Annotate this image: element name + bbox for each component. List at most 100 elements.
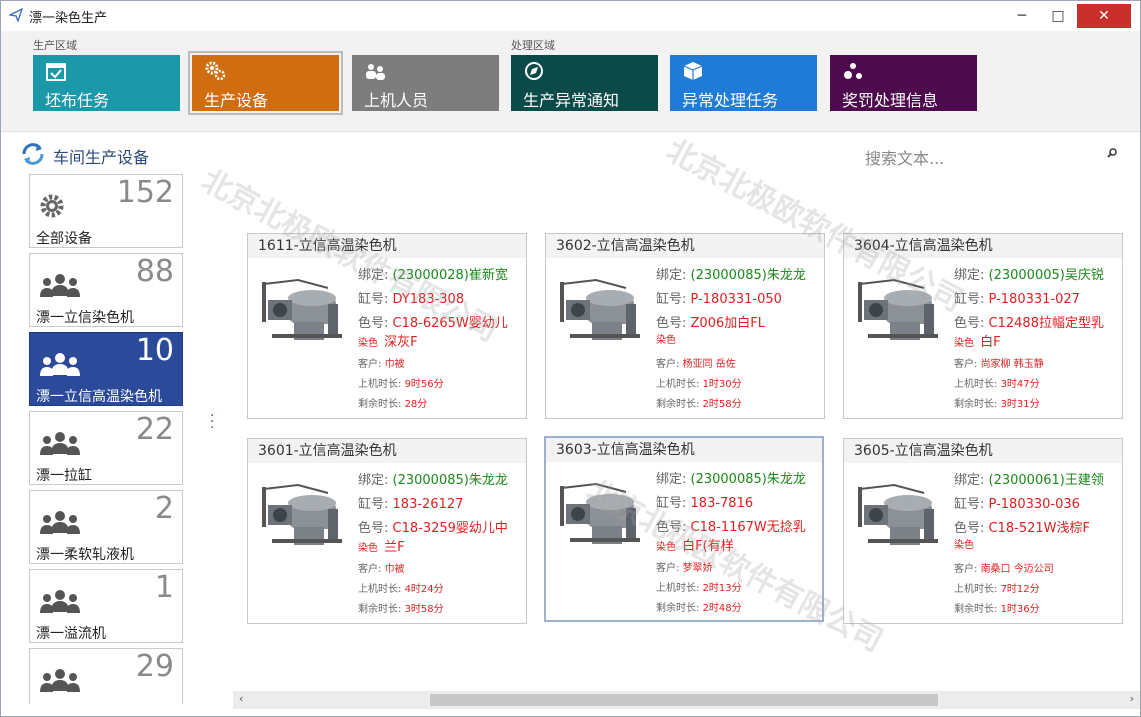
bind-value: (23000061)王建领 [988,473,1104,488]
dye-label: 染色 [656,542,676,553]
group-icon [40,353,80,376]
vat-value: 183-26127 [392,497,464,512]
vat-label: 缸号: [358,292,389,307]
dyeing-machine-image [560,278,640,340]
equipment-card[interactable]: 3603-立信高温染色机绑定: (23000085)朱龙龙缸号: 183-781… [544,436,824,622]
customer-value: 杨亚同 岳佐 [682,359,736,370]
group-label-production: 生产区域 [33,39,77,52]
equipment-card[interactable]: 3604-立信高温染色机绑定: (23000005)吴庆锐缸号: P-18033… [843,233,1123,419]
vat-value: P-180331-027 [988,292,1080,307]
bind-label: 绑定: [358,268,389,283]
color-value: C12488拉幅定型乳 [988,316,1104,331]
remain-value: 3时31分 [1000,399,1040,410]
ribbon: 生产区域 处理区域 坯布任务 生产设备 上机人员 [1,31,1140,132]
section-title: 车间生产设备 [53,148,150,167]
tile-fabric-task[interactable]: 坯布任务 [33,55,180,111]
color-label: 色号: [358,316,389,331]
dye-label: 染色 [358,338,378,349]
vat-value: 183-7816 [690,496,754,511]
tile-production-equipment[interactable]: 生产设备 [188,51,343,115]
compass-icon [525,62,543,80]
card-title: 3604-立信高温染色机 [844,234,1122,258]
category-sidebar: 152 全部设备 88 漂一立信染色机 10 漂一立信高温染色机 22 漂一拉缸 [29,174,185,704]
color-label: 色号: [656,316,687,331]
sidebar-item-pull-vat[interactable]: 22 漂一拉缸 [29,411,183,485]
scrollbar-thumb[interactable] [430,694,938,706]
close-button[interactable]: ✕ [1077,4,1131,28]
dyeing-machine-image [262,278,342,340]
tile-operators[interactable]: 上机人员 [352,55,499,111]
sidebar-item-lixin-dyeing[interactable]: 88 漂一立信染色机 [29,253,183,327]
vat-label: 缸号: [656,496,687,511]
item-count: 88 [135,254,174,289]
ontime-label: 上机时长: [358,379,402,390]
remain-label: 剩余时长: [954,399,998,410]
dye-label: 染色 [656,335,676,346]
dye-label: 染色 [954,540,974,551]
tile-exception-notice[interactable]: 生产异常通知 [511,55,658,111]
tile-exception-task[interactable]: 异常处理任务 [670,55,817,111]
dyeing-machine-image [262,483,342,545]
dyeing-machine-image [858,483,938,545]
tile-label: 异常处理任务 [682,91,779,110]
item-label: 全部设备 [36,231,92,247]
sidebar-item-softener-padder[interactable]: 2 漂一柔软轧液机 [29,490,183,564]
dyeing-machine-image [858,278,938,340]
bind-label: 绑定: [358,473,389,488]
sidebar-item-more[interactable]: 29 [29,648,183,704]
item-count: 152 [116,175,174,210]
remain-label: 剩余时长: [358,604,402,615]
horizontal-scrollbar[interactable]: ‹ › [233,691,1140,709]
bind-value: (23000005)吴庆锐 [988,268,1104,283]
refresh-icon[interactable] [19,142,47,166]
item-count: 22 [135,412,174,447]
tile-label: 坯布任务 [45,91,110,110]
vat-value: P-180330-036 [988,497,1080,512]
app-icon [9,8,23,22]
users-icon [366,64,385,80]
color-label: 色号: [358,521,389,536]
minimize-button[interactable]: ─ [1017,8,1027,24]
maximize-button[interactable]: □ [1051,8,1065,24]
customer-value: 巾被 [384,564,405,575]
ontime-value: 9时56分 [404,379,444,390]
search-icon[interactable] [1107,147,1117,161]
ontime-label: 上机时长: [656,379,700,390]
remain-value: 2时58分 [702,399,742,410]
splitter-handle[interactable]: ··· [210,408,215,436]
group-icon [40,511,80,534]
vat-value: P-180331-050 [690,292,782,307]
color-value-cont: 白F(有样 [682,539,734,554]
equipment-card[interactable]: 3601-立信高温染色机绑定: (23000085)朱龙龙缸号: 183-261… [247,438,527,624]
equipment-card[interactable]: 3602-立信高温染色机绑定: (23000085)朱龙龙缸号: P-18033… [545,233,825,419]
item-count: 1 [154,570,174,605]
scroll-right-arrow-icon[interactable]: › [1129,692,1134,705]
color-label: 色号: [656,520,687,535]
sidebar-item-overflow-machine[interactable]: 1 漂一溢流机 [29,569,183,643]
customer-label: 客户: [954,564,978,575]
customer-value: 南桑口 今迈公司 [980,564,1054,575]
search-input[interactable]: 搜索文本... [865,149,945,168]
color-value: C18-1167W无捻乳 [690,520,806,535]
card-title: 1611-立信高温染色机 [248,234,526,258]
equipment-card[interactable]: 1611-立信高温染色机绑定: (23000028)崔新宽缸号: DY183-3… [247,233,527,419]
gears-icon [205,61,226,81]
color-value-cont: 兰F [384,540,405,555]
tile-reward-penalty[interactable]: 奖罚处理信息 [830,55,977,111]
remain-label: 剩余时长: [656,603,700,614]
ontime-value: 1时30分 [702,379,742,390]
sidebar-item-all-equipment[interactable]: 152 全部设备 [29,174,183,248]
scroll-left-arrow-icon[interactable]: ‹ [239,692,244,705]
equipment-card[interactable]: 3605-立信高温染色机绑定: (23000061)王建领缸号: P-18033… [843,438,1123,624]
molecule-icon [844,63,862,79]
vat-value: DY183-308 [392,292,465,307]
sidebar-item-lixin-high-temp[interactable]: 10 漂一立信高温染色机 [29,332,183,406]
customer-label: 客户: [656,563,680,574]
card-title: 3603-立信高温染色机 [546,438,822,462]
item-count: 29 [135,649,174,684]
group-icon [40,432,80,455]
customer-label: 客户: [656,359,680,370]
item-label: 漂一拉缸 [36,468,92,484]
tile-label: 上机人员 [364,91,429,110]
